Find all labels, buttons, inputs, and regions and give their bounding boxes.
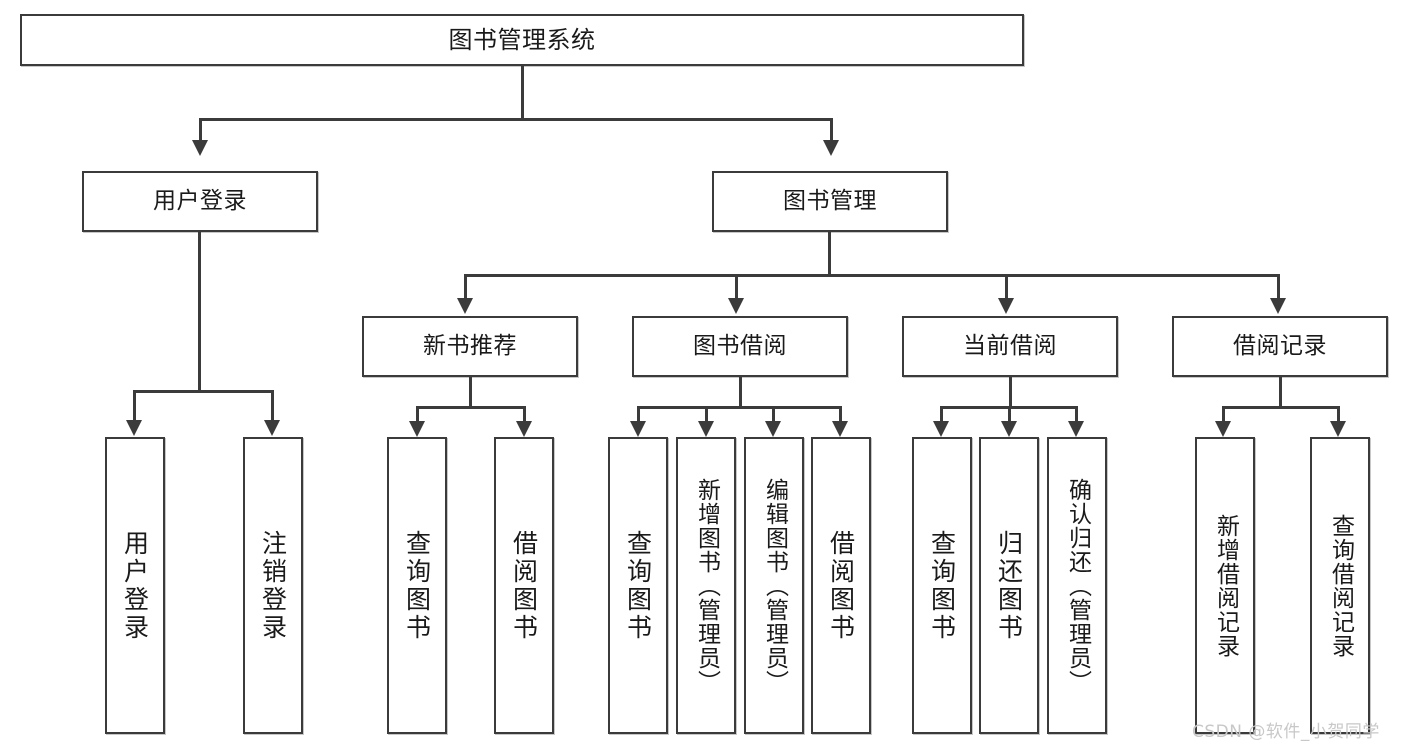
leaf-user-login-logout[interactable]: 注销登录 <box>243 437 303 734</box>
connector-cb-to-leaf-2 <box>1008 406 1011 421</box>
arrowhead-bb-to-leaf-3 <box>765 421 781 437</box>
leaf-book-borrow-borrow-book[interactable]: 借阅图书 <box>811 437 871 734</box>
node-current-borrow[interactable]: 当前借阅 <box>902 316 1118 377</box>
arrowhead-root-to-user-login <box>192 140 208 156</box>
node-root-book-management-system[interactable]: 图书管理系统 <box>20 14 1024 66</box>
connector-book-management-stem <box>828 232 831 274</box>
node-label: 图书借阅 <box>693 332 787 359</box>
arrowhead-cb-to-leaf-1 <box>933 421 949 437</box>
arrowhead-nb-to-leaf-2 <box>516 421 532 437</box>
leaf-borrow-record-add-record[interactable]: 新增借阅记录 <box>1195 437 1255 734</box>
node-label: 归还图书 <box>994 529 1024 642</box>
connector-br-to-leaf-2 <box>1337 406 1340 421</box>
node-label: 新增借阅记录 <box>1212 513 1239 658</box>
node-label: 新书推荐 <box>423 332 517 359</box>
node-label: 查询借阅记录 <box>1327 513 1354 658</box>
connector-root-to-user-login <box>199 118 202 140</box>
leaf-current-borrow-query-book[interactable]: 查询图书 <box>912 437 972 734</box>
connector-cb-to-leaf-3 <box>1075 406 1078 421</box>
leaf-new-book-borrow-book[interactable]: 借阅图书 <box>494 437 554 734</box>
leaf-current-borrow-confirm-return-admin[interactable]: 确认归还（管理员） <box>1047 437 1107 734</box>
arrowhead-cb-to-leaf-2 <box>1001 421 1017 437</box>
connector-root-bus <box>199 118 833 121</box>
connector-book-management-bus <box>464 274 1277 277</box>
connector-borrow-record-stem <box>1279 377 1282 406</box>
node-label: 用户登录 <box>120 529 150 642</box>
node-label: 确认归还（管理员） <box>1064 477 1091 694</box>
node-label: 查询图书 <box>402 529 432 642</box>
connector-borrow-record-bus <box>1222 406 1340 409</box>
arrowhead-cb-to-leaf-3 <box>1068 421 1084 437</box>
node-user-login[interactable]: 用户登录 <box>82 171 318 232</box>
connector-user-login-to-leaf-1 <box>133 390 136 420</box>
node-borrow-record[interactable]: 借阅记录 <box>1172 316 1388 377</box>
connector-user-login-bus <box>133 390 273 393</box>
arrowhead-bm-to-book-borrow <box>728 298 744 314</box>
node-label: 新增图书（管理员） <box>693 477 720 694</box>
leaf-book-borrow-add-book-admin[interactable]: 新增图书（管理员） <box>676 437 736 734</box>
arrowhead-br-to-leaf-1 <box>1215 421 1231 437</box>
node-label: 注销登录 <box>258 529 288 642</box>
node-label: 查询图书 <box>927 529 957 642</box>
connector-root-stem <box>521 66 524 118</box>
node-label: 查询图书 <box>623 529 653 642</box>
arrowhead-user-login-to-leaf-2 <box>264 420 280 436</box>
leaf-book-borrow-query-book[interactable]: 查询图书 <box>608 437 668 734</box>
node-label: 图书管理系统 <box>448 25 596 54</box>
connector-nb-to-leaf-2 <box>523 406 526 421</box>
connector-bm-to-borrow-record <box>1277 274 1280 298</box>
leaf-new-book-query-book[interactable]: 查询图书 <box>387 437 447 734</box>
connector-bm-to-book-borrow <box>735 274 738 298</box>
arrowhead-bb-to-leaf-1 <box>630 421 646 437</box>
connector-bm-to-current-borrow <box>1005 274 1008 298</box>
connector-nb-to-leaf-1 <box>416 406 419 421</box>
arrowhead-nb-to-leaf-1 <box>409 421 425 437</box>
node-book-management[interactable]: 图书管理 <box>712 171 948 232</box>
connector-user-login-stem <box>198 232 201 390</box>
connector-bm-to-new-book <box>464 274 467 298</box>
node-label: 当前借阅 <box>963 332 1057 359</box>
leaf-book-borrow-edit-book-admin[interactable]: 编辑图书（管理员） <box>744 437 804 734</box>
connector-cb-to-leaf-1 <box>940 406 943 421</box>
node-label: 编辑图书（管理员） <box>761 477 788 694</box>
node-label: 用户登录 <box>153 187 247 214</box>
connector-bb-to-leaf-3 <box>772 406 775 421</box>
node-label: 借阅图书 <box>509 529 539 642</box>
connector-book-borrow-stem <box>739 377 742 406</box>
leaf-current-borrow-return-book[interactable]: 归还图书 <box>979 437 1039 734</box>
connector-root-to-book-management <box>830 118 833 140</box>
csdn-watermark: CSDN @软件_小贺同学 <box>1192 722 1380 742</box>
connector-br-to-leaf-1 <box>1222 406 1225 421</box>
arrowhead-br-to-leaf-2 <box>1330 421 1346 437</box>
arrowhead-bm-to-borrow-record <box>1270 298 1286 314</box>
connector-new-book-stem <box>469 377 472 406</box>
connector-user-login-to-leaf-2 <box>271 390 274 420</box>
leaf-borrow-record-query-record[interactable]: 查询借阅记录 <box>1310 437 1370 734</box>
arrowhead-bm-to-current-borrow <box>998 298 1014 314</box>
arrowhead-bb-to-leaf-4 <box>832 421 848 437</box>
connector-bb-to-leaf-4 <box>839 406 842 421</box>
arrowhead-bb-to-leaf-2 <box>698 421 714 437</box>
node-new-book-recommend[interactable]: 新书推荐 <box>362 316 578 377</box>
connector-bb-to-leaf-1 <box>637 406 640 421</box>
connector-bb-to-leaf-2 <box>705 406 708 421</box>
arrowhead-user-login-to-leaf-1 <box>126 420 142 436</box>
node-label: 借阅记录 <box>1233 332 1327 359</box>
connector-book-borrow-bus <box>637 406 842 409</box>
node-label: 图书管理 <box>783 187 877 214</box>
connector-current-borrow-stem <box>1009 377 1012 406</box>
arrowhead-root-to-book-management <box>823 140 839 156</box>
leaf-user-login-login[interactable]: 用户登录 <box>105 437 165 734</box>
connector-new-book-bus <box>416 406 526 409</box>
arrowhead-bm-to-new-book <box>457 298 473 314</box>
node-book-borrow[interactable]: 图书借阅 <box>632 316 848 377</box>
node-label: 借阅图书 <box>826 529 856 642</box>
